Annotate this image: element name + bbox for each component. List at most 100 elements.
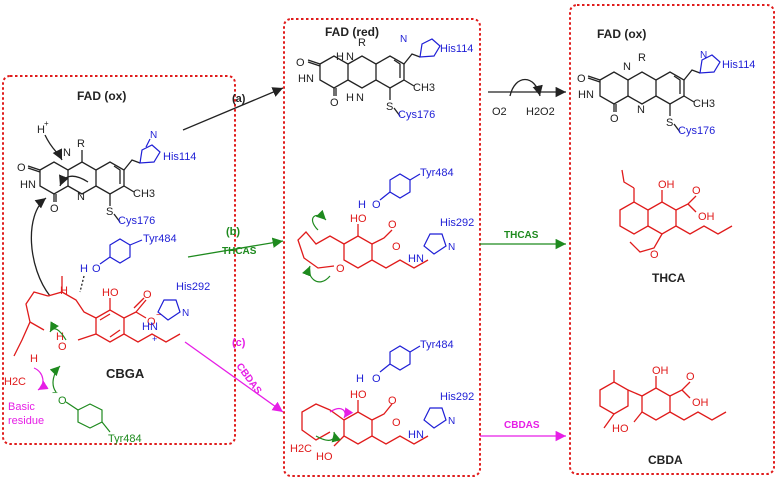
mid-n1: N — [346, 51, 354, 63]
fad-ox-left-label: FAD (ox) — [77, 89, 126, 103]
thcas-intermediate: Tyr484 O H H O O O O His292 HN N — [297, 167, 474, 283]
his292-mid-a-nh: HN — [408, 253, 424, 265]
panel-left — [2, 75, 236, 445]
cbga-allylic-h: H — [60, 285, 68, 297]
his292-mid-a-n: N — [448, 242, 455, 253]
imide-nh: HN — [20, 179, 36, 191]
right-imide-nh: HN — [578, 89, 594, 101]
tyr-mid-a-h: H — [358, 199, 366, 211]
cbga-methylene: H2C — [4, 376, 26, 388]
mid-n5-h: H — [346, 92, 354, 104]
nitrogen-n5: N — [77, 191, 85, 203]
tyr484-top-left: Tyr484 O H — [79, 233, 177, 293]
tyr-mid-a-o: O — [372, 199, 381, 211]
tyr-mid-b-o: O — [372, 373, 381, 385]
cbga-carboxylate-o: O — [147, 316, 156, 328]
cbda-phenol: HO — [612, 423, 629, 435]
cbda-label: CBDA — [648, 453, 683, 467]
arrow-label-cbdas-c: CBDAS — [234, 361, 264, 396]
right-methyl: CH3 — [693, 98, 715, 110]
arrow-label-c: (c) — [232, 337, 246, 349]
arrow-path-a — [182, 87, 284, 131]
cbga-terminal-h: H — [30, 353, 38, 365]
arrow-label-thcas-right: THCAS — [504, 230, 539, 241]
fad-red-middle: FAD (red) O O HN N R H N H CH3 S Cys176 … — [296, 25, 473, 121]
right-o-c2: O — [577, 73, 586, 85]
tyr484-bottom-left: O − Tyr484 — [52, 388, 142, 445]
tyr484-top-label: Tyr484 — [143, 233, 177, 245]
arrow-label-b: (b) — [226, 226, 240, 238]
mid-his114-n: N — [400, 34, 407, 45]
mid-b-h: H — [350, 389, 358, 401]
mid-a-carboxylate: O — [392, 241, 401, 253]
his292-left-label: His292 — [176, 281, 210, 293]
right-sulfur: S — [666, 117, 673, 129]
mid-b-o: O — [358, 389, 367, 401]
cbga-oh-o: O — [110, 287, 119, 299]
his114-nitrogen: N — [150, 130, 157, 141]
methyl-group: CH3 — [133, 188, 155, 200]
his292-mid-b-nh: HN — [408, 429, 424, 441]
thca-label: THCA — [652, 271, 686, 285]
cbda-oh: OH — [652, 365, 669, 377]
mid-b-methylene: H2C — [290, 443, 312, 455]
mid-n1-h: H — [336, 51, 344, 63]
cbga-phenol-o: O — [58, 341, 67, 353]
thca-oh: OH — [658, 179, 675, 191]
thca-acid-oh: OH — [698, 211, 715, 223]
ribityl-r: R — [77, 138, 85, 150]
his114-right: His114 — [722, 59, 755, 71]
his292-mid-b-n: N — [448, 416, 455, 427]
carboxylate-charge: − — [156, 310, 162, 321]
right-n5: N — [637, 104, 645, 116]
tyr484-mid-b: Tyr484 — [420, 339, 454, 351]
cofactor-arc — [509, 79, 543, 97]
his292-left: His292 HN + N — [142, 281, 210, 344]
cys176-left: Cys176 — [118, 215, 155, 227]
cys176-right: Cys176 — [678, 125, 715, 137]
his292-mid-b: His292 — [440, 391, 474, 403]
nitrogen-n1: N — [63, 147, 71, 159]
sulfur-label: S — [106, 206, 113, 218]
his292-left-n: N — [182, 308, 189, 319]
cys176-middle: Cys176 — [398, 109, 435, 121]
right-n1: N — [623, 61, 631, 73]
mid-a-o: O — [358, 213, 367, 225]
basic-residue-line2: residue — [8, 415, 44, 427]
cbda-acid-oh: OH — [692, 397, 709, 409]
panel-right — [569, 4, 775, 475]
his292-mid-a: His292 — [440, 217, 474, 229]
his292-left-nh: HN — [142, 321, 158, 333]
cbga-phenol-h: H — [56, 331, 64, 343]
h2o2-label: H2O2 — [526, 106, 555, 118]
arrow-label-thcas-b: THCAS — [222, 246, 257, 257]
tyr484-mid-a: Tyr484 — [420, 167, 454, 179]
right-r: R — [638, 52, 646, 64]
fad-ox-right: FAD (ox) O O HN N R N CH3 S Cys176 N His… — [577, 27, 755, 137]
basic-residue: Basic residue — [8, 401, 44, 427]
thca-carbonyl: O — [692, 185, 701, 197]
tyr484-bottom-charge: − — [52, 388, 58, 399]
mid-b-hydroxyl: HO — [316, 451, 333, 463]
mid-b-carbonyl: O — [388, 395, 397, 407]
mid-a-h: H — [350, 213, 358, 225]
cbda-molecule: OH O OH HO CBDA — [599, 365, 727, 467]
oxygen-c4: O — [50, 203, 59, 215]
mid-a-ether-o: O — [336, 263, 345, 275]
his292-left-charge: + — [152, 334, 157, 344]
cbda-carbonyl: O — [686, 371, 695, 383]
tyr-oxygen: O — [92, 263, 101, 275]
his114-left: His114 — [163, 151, 196, 163]
mid-a-carbonyl: O — [388, 219, 397, 231]
right-o-c4: O — [610, 113, 619, 125]
tyr-mid-b-h: H — [356, 373, 364, 385]
mid-n5: N — [356, 92, 364, 104]
arrow-label-cbdas-right: CBDAS — [504, 420, 540, 431]
cbga-molecule: H O O O − H H O H H2C CBGA — [4, 276, 181, 393]
right-his114-n: N — [700, 50, 707, 61]
basic-residue-line1: Basic — [8, 401, 35, 413]
oxygen-c2: O — [17, 162, 26, 174]
arrow-label-a: (a) — [232, 93, 246, 105]
cbdas-intermediate: Tyr484 O H H O O O HO H2C His292 HN N — [290, 339, 474, 463]
